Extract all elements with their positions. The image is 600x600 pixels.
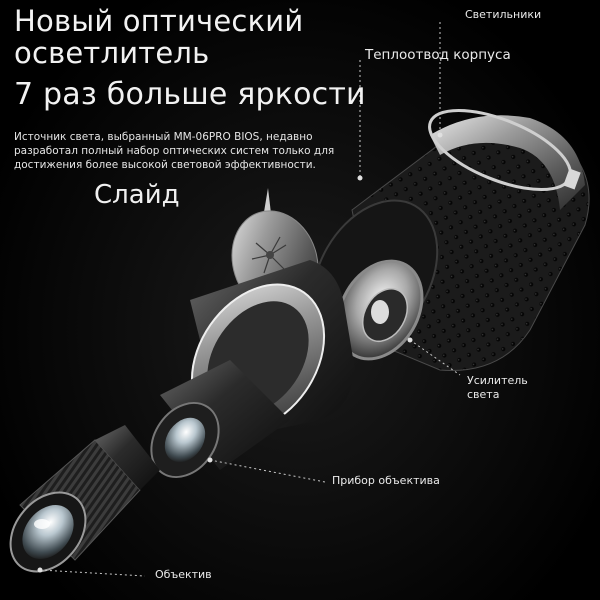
leader-amplifier <box>409 339 461 376</box>
description-text: Источник света, выбранный MM-06PRO BIOS,… <box>14 131 335 171</box>
callout-amplifier: Усилитель света <box>467 374 528 401</box>
callout-objective: Объектив <box>155 568 212 581</box>
headline-line-2: осветлитель <box>14 36 210 70</box>
light-amplifier <box>336 259 424 361</box>
leader-objective <box>39 569 146 577</box>
objective-lens <box>9 425 160 573</box>
callout-heatsink: Теплоотвод корпуса <box>365 47 511 63</box>
headline-line-1: Новый оптический <box>14 4 304 38</box>
callout-lens-device: Прибор объектива <box>332 474 440 487</box>
callout-lights: Светильники <box>465 8 542 21</box>
leader-lines <box>39 22 461 577</box>
lens-device <box>150 260 355 479</box>
slide-label: Слайд <box>94 180 180 210</box>
leader-dots <box>37 132 443 573</box>
headline-brightness: 7 раз больше яркости <box>14 77 366 112</box>
